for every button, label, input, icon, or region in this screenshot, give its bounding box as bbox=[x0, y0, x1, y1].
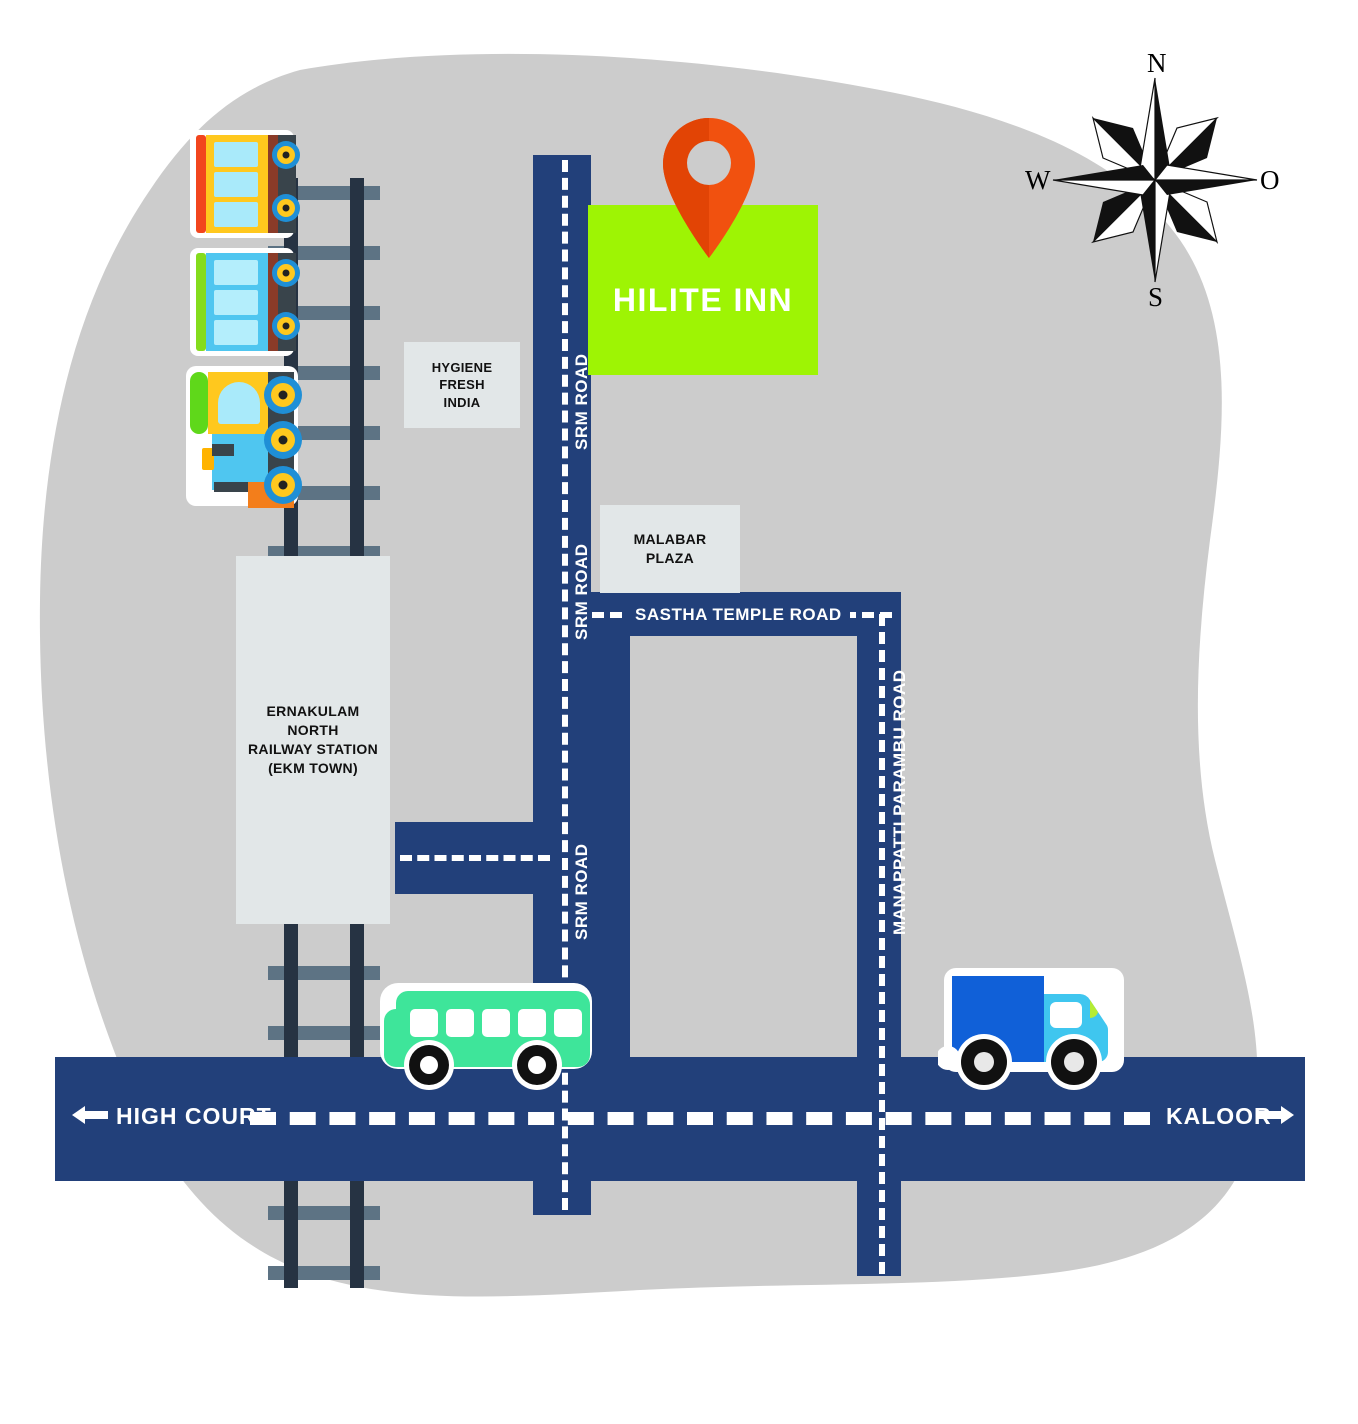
building-label-line: NORTH bbox=[287, 722, 339, 739]
compass-north-label: N bbox=[1147, 48, 1167, 78]
main-highway-centerline bbox=[250, 1112, 1150, 1125]
manappatti-parambu-road-label: MANAPPATTI PARAMBU ROAD bbox=[890, 669, 909, 935]
hilite-inn-label: HILITE INN bbox=[612, 281, 794, 318]
building-label-line: PLAZA bbox=[645, 550, 695, 566]
building-label-line: FRESH bbox=[439, 377, 485, 393]
train-icon bbox=[180, 130, 310, 510]
arrow-left-icon bbox=[72, 1106, 108, 1124]
building-label-line: HYGIENE bbox=[431, 359, 493, 375]
srm-road-centerline bbox=[562, 160, 568, 1210]
kaloor-label: KALOOR bbox=[1166, 1103, 1272, 1129]
building-label-line: RAILWAY STATION bbox=[248, 741, 378, 757]
compass-south-label: S bbox=[1148, 282, 1164, 312]
building-ernakulam-north-railway-station: ERNAKULAM NORTH RAILWAY STATION (EKM TOW… bbox=[236, 556, 390, 924]
srm-road-label-mid: SRM ROAD bbox=[572, 543, 591, 640]
spur-centerline bbox=[400, 855, 550, 861]
building-label-line: MALABAR bbox=[633, 531, 707, 548]
building-hygiene-fresh-india: HYGIENE FRESH INDIA bbox=[404, 342, 520, 428]
building-label-line: ERNAKULAM bbox=[266, 703, 360, 720]
compass-east-label: O bbox=[1260, 165, 1280, 195]
truck-icon bbox=[938, 968, 1124, 1090]
bus-icon bbox=[380, 983, 592, 1090]
sastha-temple-road-label: SASTHA TEMPLE ROAD bbox=[627, 605, 850, 625]
building-label-line: INDIA bbox=[443, 394, 481, 410]
high-court-label: HIGH COURT bbox=[116, 1103, 272, 1129]
map-pin-icon[interactable] bbox=[663, 118, 755, 258]
arrow-right-icon bbox=[1258, 1106, 1294, 1124]
compass-west-label: W bbox=[1025, 165, 1051, 195]
building-label-line: (EKM TOWN) bbox=[268, 759, 358, 776]
compass-rose-icon: N S W O bbox=[1020, 48, 1290, 312]
manappatti-centerline bbox=[879, 614, 885, 1274]
srm-road-label-lower: SRM ROAD bbox=[572, 843, 591, 940]
building-malabar-plaza: MALABAR PLAZA bbox=[600, 505, 740, 593]
